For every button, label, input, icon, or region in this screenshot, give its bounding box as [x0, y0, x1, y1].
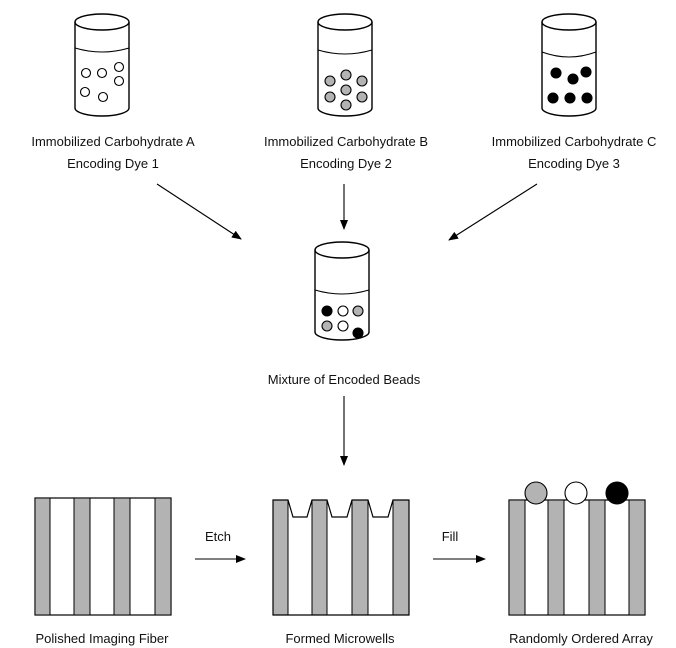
array-bead: [564, 481, 588, 505]
bead: [547, 92, 559, 104]
vial-c-name: Immobilized Carbohydrate C: [492, 134, 657, 149]
bead: [550, 67, 562, 79]
vial-c-dye: Encoding Dye 3: [528, 156, 620, 171]
bead: [340, 99, 352, 111]
bead: [356, 75, 368, 87]
formed-microwells: [272, 499, 410, 616]
bead: [567, 73, 579, 85]
bead: [97, 91, 109, 103]
bead: [113, 75, 125, 87]
array-bead: [605, 481, 629, 505]
arrow-a-to-mixture: [156, 183, 242, 240]
vial-b-rim: [317, 13, 373, 31]
vial-a-rim: [74, 13, 130, 31]
bead: [79, 86, 91, 98]
array-stripe: [588, 499, 606, 616]
bead: [564, 92, 576, 104]
vial-a-name: Immobilized Carbohydrate A: [31, 134, 195, 149]
bead: [580, 66, 592, 78]
bead: [352, 305, 364, 317]
vial-b-liquid-line: [317, 49, 373, 55]
vial-c-rim: [541, 13, 597, 31]
vial-b-beads: [324, 69, 368, 111]
bead: [356, 91, 368, 103]
ordered-array: [508, 481, 646, 616]
fiber-core-stripe: [73, 497, 91, 616]
vial-b: [317, 13, 373, 117]
bead: [337, 320, 349, 332]
vial-a-beads: [79, 61, 125, 103]
mixture-vial: [314, 241, 370, 341]
bead: [321, 305, 333, 317]
polished-fiber: [34, 497, 172, 616]
array-stripe: [547, 499, 565, 616]
bead: [337, 305, 349, 317]
step-2-label: Formed Microwells: [285, 631, 395, 646]
fiber-outline: [34, 497, 172, 616]
array-stripe: [508, 499, 526, 616]
mixture-beads: [321, 305, 364, 339]
vial-c-liquid-line: [541, 51, 597, 58]
vial-c-beads: [547, 66, 593, 104]
vial-a-dye: Encoding Dye 1: [67, 156, 159, 171]
microwell-stripe: [392, 499, 410, 616]
vial-a: [74, 13, 130, 117]
vial-c-body: [541, 22, 597, 117]
step-3-label: Randomly Ordered Array: [509, 631, 653, 646]
mixture-vial-body: [314, 250, 370, 341]
vial-b-dye: Encoding Dye 2: [300, 156, 392, 171]
array-bead: [524, 481, 548, 505]
bead: [96, 67, 108, 79]
bead: [340, 69, 352, 81]
step-1-label: Polished Imaging Fiber: [36, 631, 170, 646]
fiber-core-stripe: [113, 497, 131, 616]
mixture-label: Mixture of Encoded Beads: [268, 372, 421, 387]
fiber-core-stripe: [34, 497, 51, 616]
microwell-stripe: [272, 499, 289, 616]
bead: [324, 91, 336, 103]
bead: [80, 67, 92, 79]
microwell-stripe: [351, 499, 369, 616]
vial-c: [541, 13, 597, 117]
bead: [113, 61, 125, 73]
fill-label: Fill: [442, 529, 459, 544]
mixture-vial-liquid-line: [314, 289, 370, 295]
vial-a-liquid-line: [74, 47, 130, 53]
microwell-outline: [272, 499, 410, 616]
vial-b-name: Immobilized Carbohydrate B: [264, 134, 428, 149]
etch-label: Etch: [205, 529, 231, 544]
fiber-core-stripe: [154, 497, 172, 616]
bead: [352, 327, 364, 339]
bead: [340, 84, 352, 96]
array-outline: [508, 499, 646, 616]
microwell-stripe: [311, 499, 328, 616]
bead: [324, 75, 336, 87]
array-stripe: [628, 499, 646, 616]
bead: [321, 320, 333, 332]
mixture-vial-rim: [314, 241, 370, 259]
bead: [581, 92, 593, 104]
arrow-c-to-mixture: [448, 183, 538, 241]
